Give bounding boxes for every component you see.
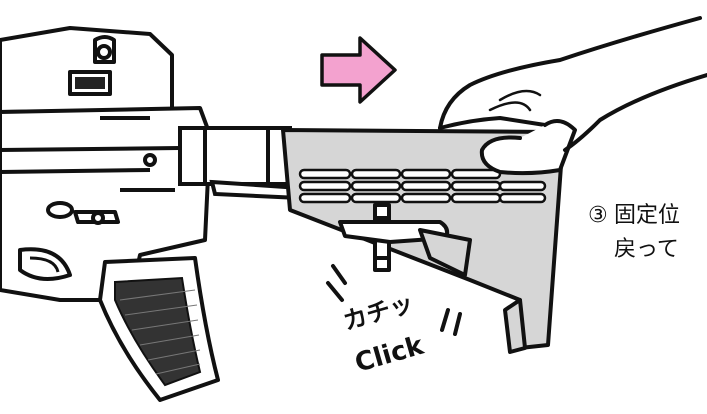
step-text-line1: 固定位	[614, 203, 680, 228]
sound-label-en: Click	[352, 331, 428, 379]
step-instruction: ③ 固定位 戻って	[588, 203, 680, 262]
hand	[440, 18, 707, 173]
pistol-grip	[100, 258, 218, 400]
sound-label-jp: カチッ	[340, 289, 417, 336]
step-number: ③	[588, 203, 608, 228]
step-text-line2: 戻って	[614, 237, 679, 262]
right-arrow-icon	[322, 38, 395, 102]
